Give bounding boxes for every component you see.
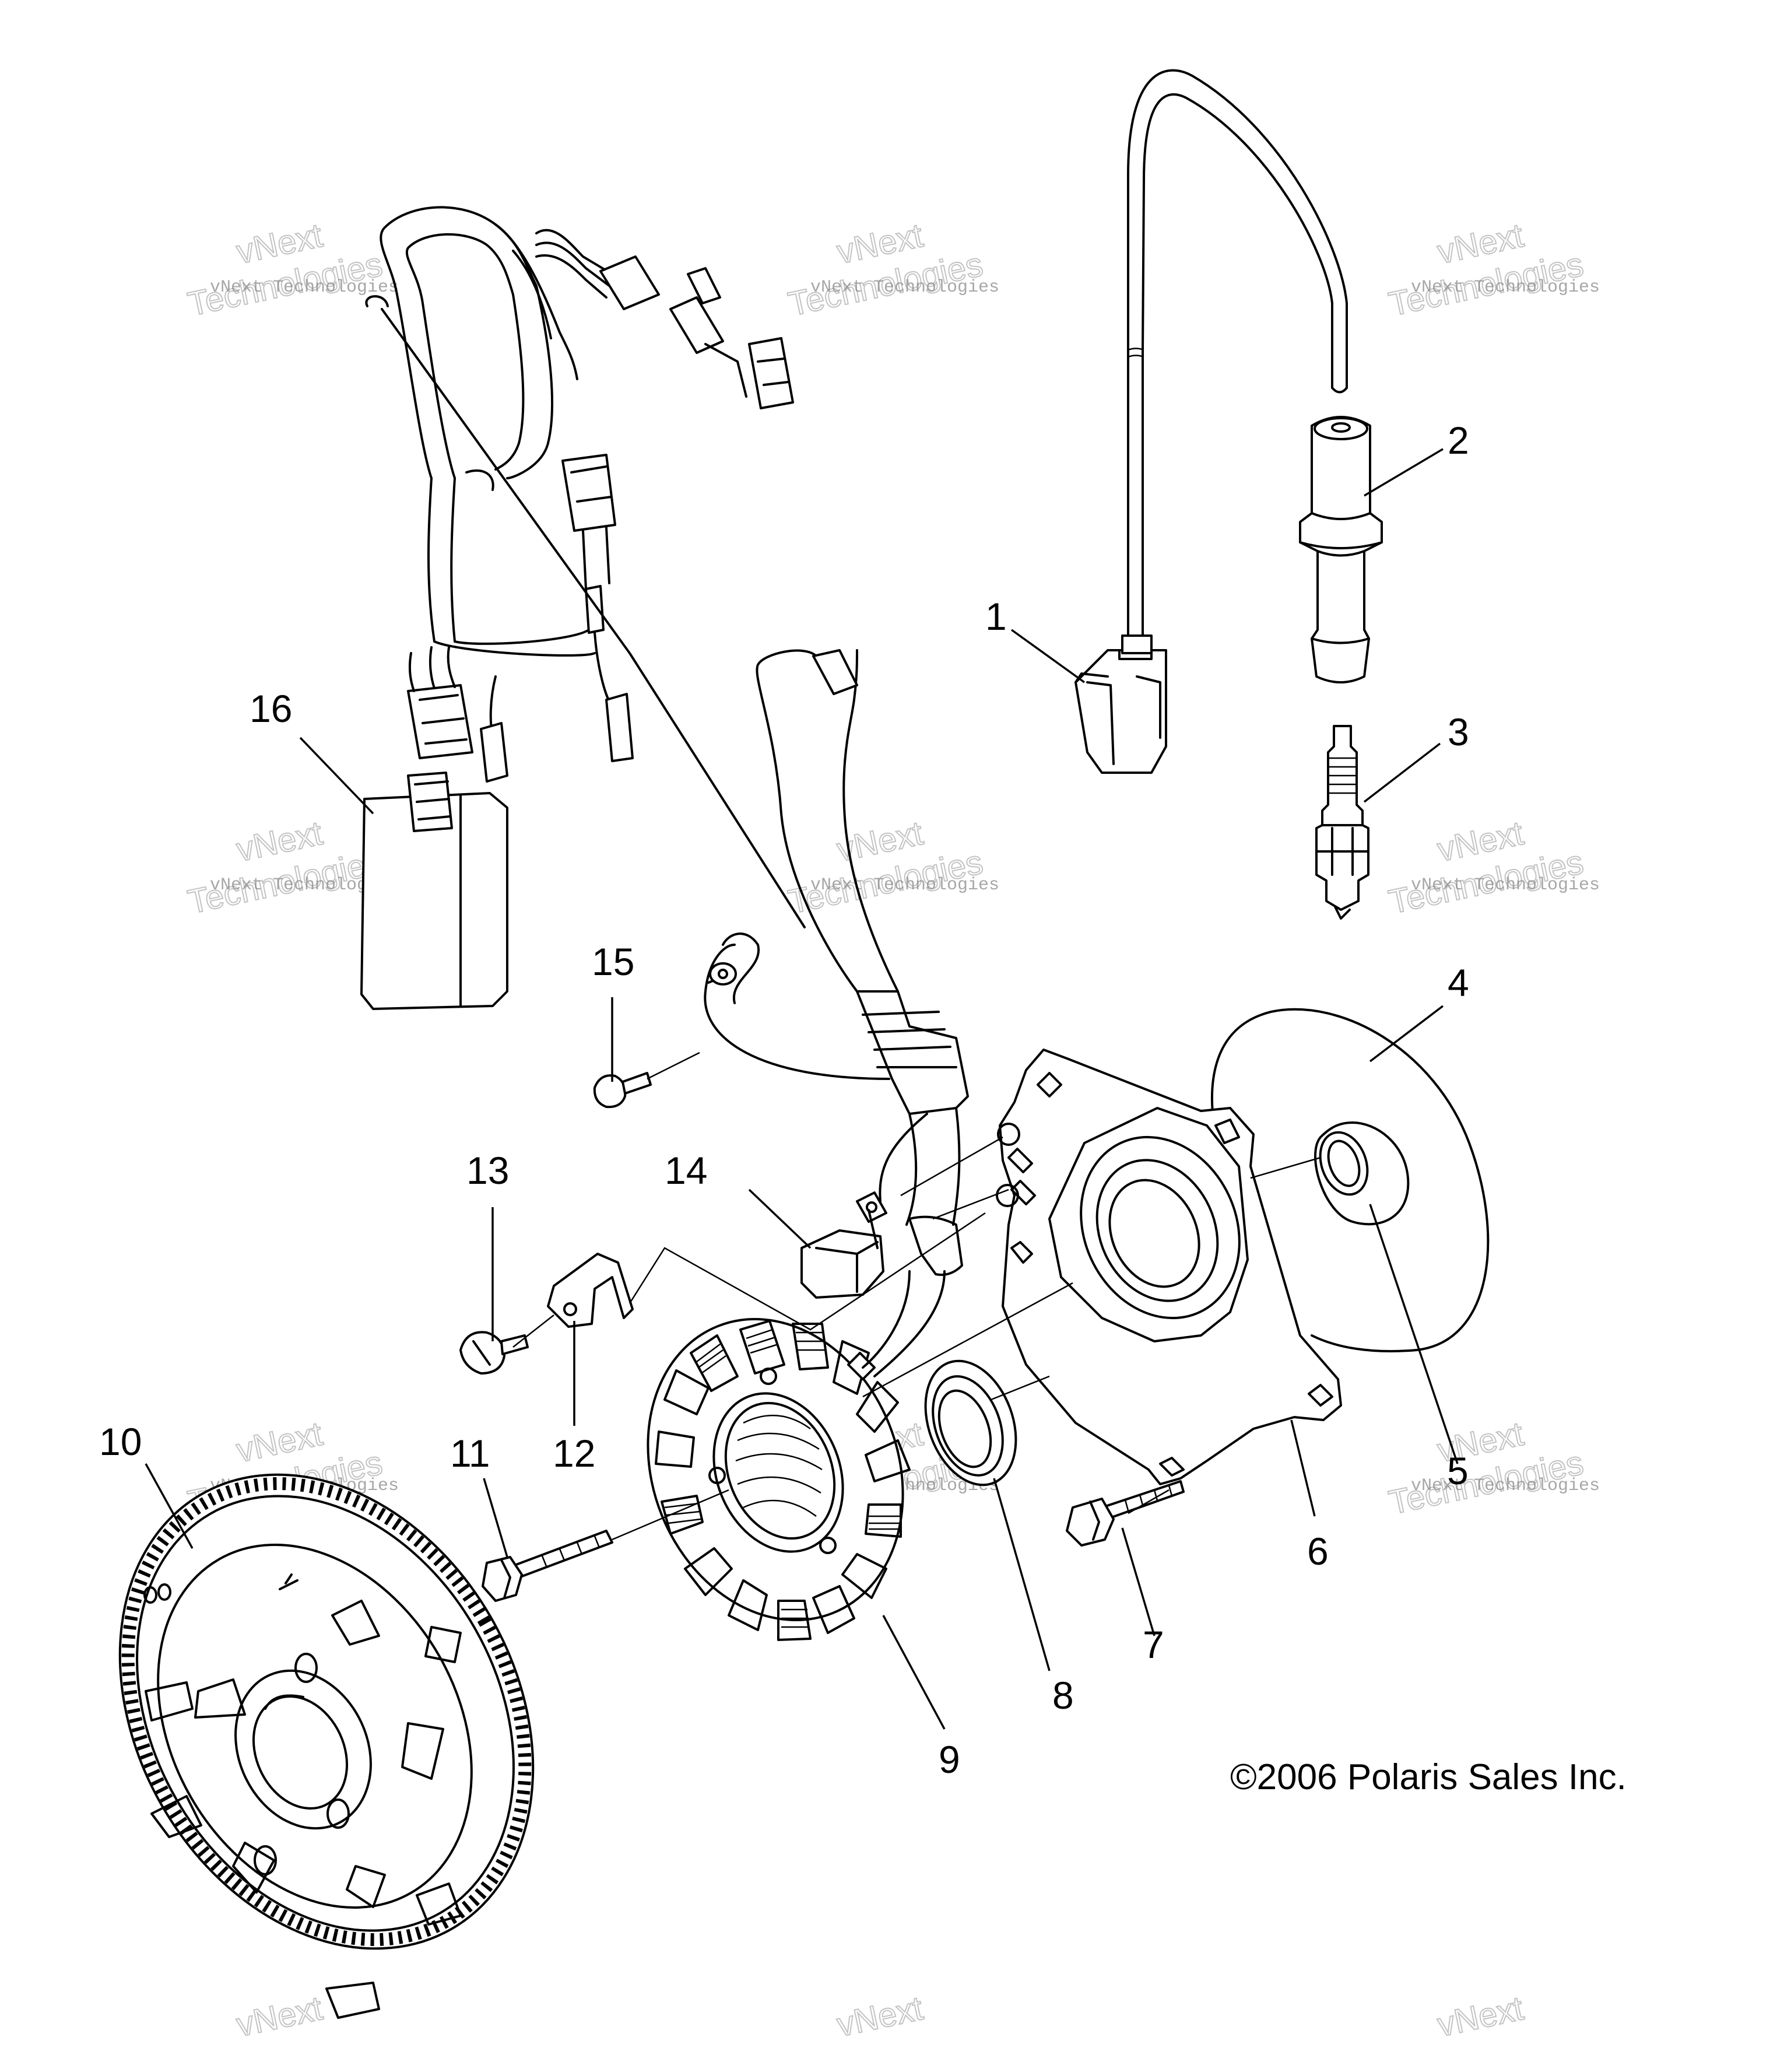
watermark: vNext: [833, 1989, 927, 2045]
svg-text:vNext Technologies: vNext Technologies: [810, 875, 999, 895]
callout-13: 13: [466, 1149, 509, 1192]
flywheel: [118, 1473, 535, 2019]
callout-5: 5: [1447, 1449, 1469, 1492]
svg-text:vNext: vNext: [233, 1989, 326, 2044]
watermark: vNext Technologies vNext Technologies: [1385, 814, 1600, 922]
callout-16: 16: [250, 687, 292, 730]
watermark: vNext Technologies vNext Technologies: [1385, 1414, 1600, 1523]
stator: [647, 1318, 911, 1641]
svg-text:vNext: vNext: [834, 1989, 926, 2044]
gasket: [1211, 1008, 1490, 1352]
svg-text:vNext Technologies: vNext Technologies: [810, 278, 999, 297]
stator-plate: [996, 1049, 1342, 1485]
crank-seal: [1314, 1121, 1410, 1226]
oil-seal: [924, 1359, 1017, 1486]
screw-13: [459, 1331, 529, 1375]
svg-text:vNext Technologies: vNext Technologies: [1411, 875, 1600, 895]
watermark: vNext Technologies vNext Technologies: [785, 216, 999, 324]
callout-3: 3: [1448, 710, 1469, 753]
watermark: vNext Technologies vNext Technologies: [1385, 216, 1600, 324]
leader-lines: [145, 448, 1459, 1730]
callout-1: 1: [985, 595, 1007, 638]
callout-14: 14: [665, 1149, 707, 1192]
callout-9: 9: [939, 1738, 960, 1781]
watermark: vNext Technologies vNext Technologies: [184, 216, 399, 324]
ground-screw: [593, 962, 737, 1109]
callout-4: 4: [1448, 961, 1469, 1004]
svg-text:vNext Technologies: vNext Technologies: [1411, 278, 1600, 297]
watermark: vNext Technologies vNext Technologies: [785, 814, 999, 922]
svg-text:vNext Technologies: vNext Technologies: [210, 278, 399, 297]
cdi-module: [360, 772, 508, 1010]
callout-2: 2: [1448, 419, 1469, 462]
callout-7: 7: [1143, 1623, 1164, 1666]
copyright-notice: ©2006 Polaris Sales Inc.: [1230, 1757, 1627, 1797]
bracket: [547, 1253, 634, 1328]
watermark: vNext: [1434, 1989, 1527, 2045]
stator-harness: [704, 649, 969, 1377]
callout-15: 15: [592, 940, 634, 983]
watermark: vNext: [233, 1989, 326, 2045]
spark-plug: [1315, 725, 1369, 920]
callout-6: 6: [1307, 1530, 1329, 1573]
callout-11: 11: [450, 1432, 490, 1475]
callout-8: 8: [1052, 1674, 1074, 1717]
spark-plug-cap: [1299, 416, 1383, 683]
stator-bolt: [482, 1530, 613, 1602]
wire-harness: [365, 206, 806, 928]
bolt-7: [1066, 1480, 1185, 1547]
svg-text:vNext Technologies: vNext Technologies: [1411, 1476, 1600, 1496]
svg-text:vNext: vNext: [1434, 1989, 1527, 2044]
callout-labels: 1 2 3 4 5 6 7 8 9 10 11 12 13 14 15 16: [99, 419, 1469, 1781]
ignition-coil-lead: [1074, 69, 1348, 774]
callout-12: 12: [553, 1432, 595, 1475]
callout-10: 10: [99, 1420, 142, 1463]
